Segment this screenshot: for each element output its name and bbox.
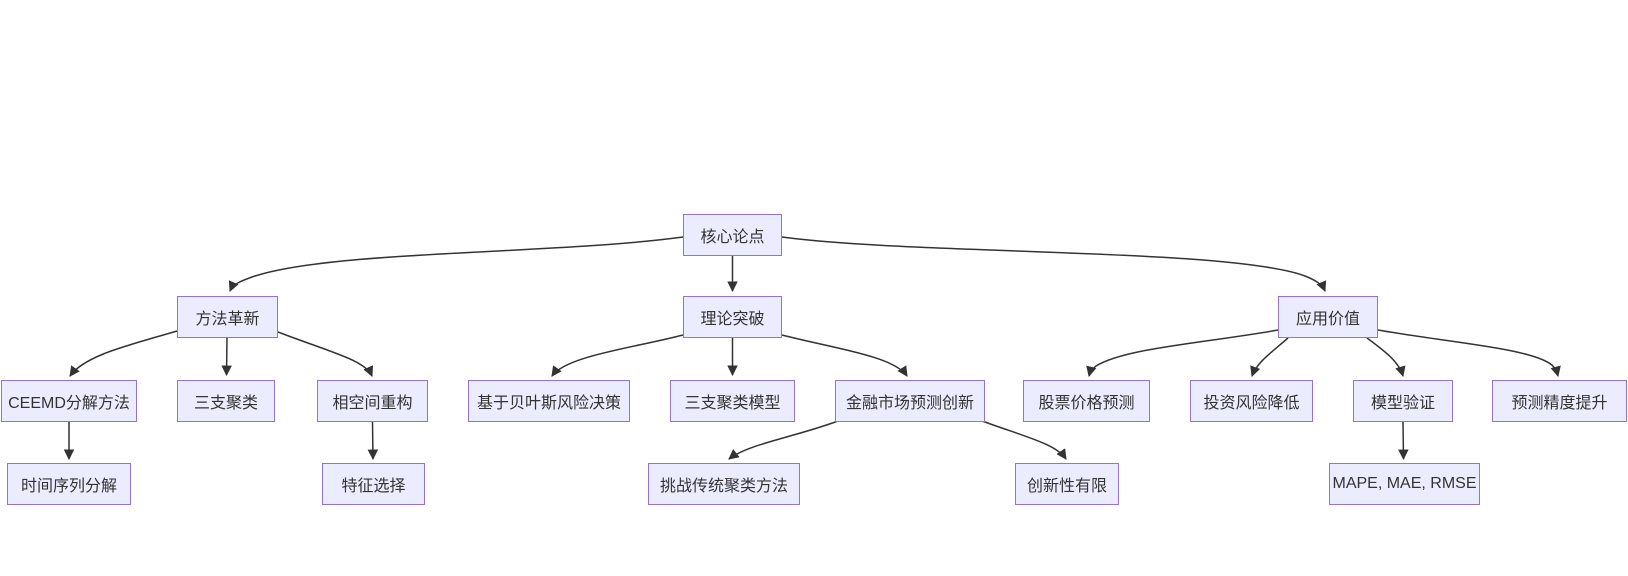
edge-method-innovation-to-ceemd-decomposition [69, 330, 178, 377]
node-three-way-clustering-model: 三支聚类模型 [670, 380, 795, 422]
edge-core-thesis-to-application-value [781, 236, 1327, 292]
edge-phase-space-reconstruction-to-feature-selection [367, 421, 379, 461]
edge-core-thesis-to-method-innovation [228, 236, 684, 292]
node-method-innovation: 方法革新 [177, 296, 278, 338]
edge-method-innovation-to-phase-space-reconstruction [277, 331, 374, 377]
edge-application-value-to-forecast-accuracy-improvement [1377, 329, 1561, 378]
edge-financial-market-forecast-innovation-to-limited-innovation [981, 420, 1067, 460]
node-model-validation: 模型验证 [1353, 380, 1453, 422]
edge-method-innovation-to-three-way-clustering [221, 337, 232, 377]
edge-theory-breakthrough-to-financial-market-forecast-innovation [781, 334, 908, 377]
node-core-thesis: 核心论点 [683, 214, 782, 256]
node-feature-selection: 特征选择 [322, 463, 425, 505]
edge-application-value-to-model-validation [1366, 337, 1406, 378]
node-challenge-traditional-clustering: 挑战传统聚类方法 [648, 463, 800, 505]
node-time-series-decomposition: 时间序列分解 [7, 463, 131, 505]
node-ceemd-decomposition: CEEMD分解方法 [1, 380, 137, 422]
node-theory-breakthrough: 理论突破 [683, 296, 782, 338]
edge-application-value-to-investment-risk-reduction [1250, 337, 1289, 377]
node-bayesian-risk-decision: 基于贝叶斯风险决策 [468, 380, 630, 422]
node-stock-price-prediction: 股票价格预测 [1023, 380, 1150, 422]
node-investment-risk-reduction: 投资风险降低 [1190, 380, 1313, 422]
node-three-way-clustering: 三支聚类 [177, 380, 275, 422]
node-limited-innovation: 创新性有限 [1015, 463, 1119, 505]
edge-application-value-to-stock-price-prediction [1086, 329, 1279, 378]
node-phase-space-reconstruction: 相空间重构 [317, 380, 428, 422]
edge-financial-market-forecast-innovation-to-challenge-traditional-clustering [728, 420, 839, 460]
node-financial-market-forecast-innovation: 金融市场预测创新 [835, 380, 985, 422]
edge-theory-breakthrough-to-bayesian-risk-decision [551, 334, 684, 377]
node-forecast-accuracy-improvement: 预测精度提升 [1492, 380, 1627, 422]
node-evaluation-metrics: MAPE, MAE, RMSE [1329, 463, 1480, 505]
node-application-value: 应用价值 [1278, 296, 1378, 338]
edge-model-validation-to-evaluation-metrics [1398, 421, 1409, 461]
